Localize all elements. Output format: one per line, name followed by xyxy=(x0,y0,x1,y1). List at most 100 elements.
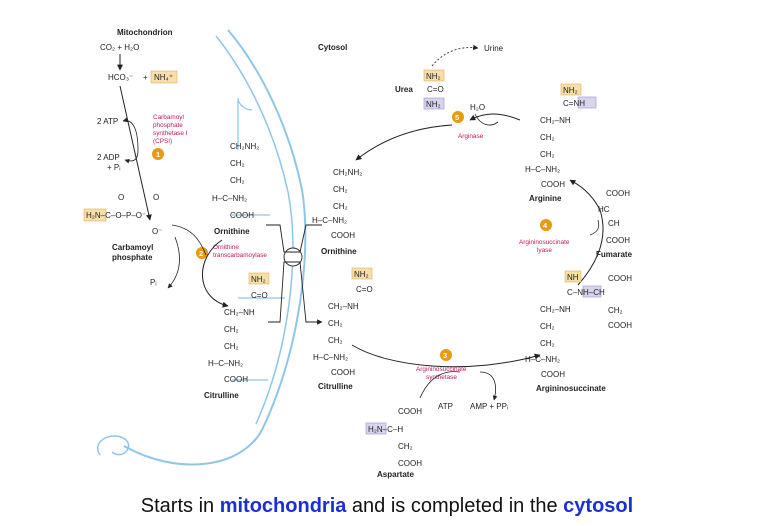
amp-ppi: AMP + PPᵢ xyxy=(470,402,508,411)
svg-text:H–C–NH₂: H–C–NH₂ xyxy=(208,359,243,368)
svg-text:COOH: COOH xyxy=(398,459,422,468)
svg-text:Fumarate: Fumarate xyxy=(596,250,633,259)
svg-text:CH₂: CH₂ xyxy=(328,336,343,345)
svg-text:CH₂: CH₂ xyxy=(333,185,348,194)
svg-text:COOH: COOH xyxy=(541,180,565,189)
svg-text:NH: NH xyxy=(567,273,579,282)
svg-text:CH₂: CH₂ xyxy=(224,342,239,351)
citrulline-cyto: NH₂ C=O CH₂–NH CH₂ CH₂ H–C–NH₂ COOH Citr… xyxy=(313,267,373,391)
svg-text:5: 5 xyxy=(455,113,459,122)
svg-text:COOH: COOH xyxy=(541,370,565,379)
svg-text:Argininosuccinate: Argininosuccinate xyxy=(519,239,570,246)
svg-text:C=O: C=O xyxy=(427,85,444,94)
svg-text:2: 2 xyxy=(199,249,203,258)
h2o-cofactor: H₂O xyxy=(470,103,485,112)
arginine: NH₂ C=NH CH₂–NH CH₂ CH₂ H–C–NH₂ COOH Arg… xyxy=(525,83,597,203)
enzyme-asl: Argininosuccinate lyase xyxy=(519,239,570,254)
step-5-badge xyxy=(452,111,464,123)
svg-text:CH₂: CH₂ xyxy=(608,306,623,315)
svg-text:1: 1 xyxy=(156,150,160,159)
svg-text:Arginine: Arginine xyxy=(529,194,562,203)
plus-sign: + xyxy=(143,73,148,82)
co2-h2o: CO₂ + H₂O xyxy=(100,43,139,52)
svg-text:(CPSI): (CPSI) xyxy=(153,138,172,145)
argininosuccinate: NH C–NH–CH CH₂–NH CH₂ CH₂ H–C–NH₂ COOH C… xyxy=(525,270,632,393)
nh4: NH₄⁺ xyxy=(154,73,173,82)
svg-text:CH: CH xyxy=(608,219,620,228)
svg-text:CH₂: CH₂ xyxy=(328,319,343,328)
svg-text:4: 4 xyxy=(543,221,548,230)
svg-text:CH₂: CH₂ xyxy=(540,339,555,348)
svg-text:COOH: COOH xyxy=(230,211,254,220)
caption: Starts in mitochondria and is completed … xyxy=(140,495,634,517)
svg-text:C=O: C=O xyxy=(251,291,268,300)
urea: NH₂ Urea C=O NH₂ xyxy=(395,69,445,110)
ornithine-mito: CH₂NH₂ CH₂ CH₂ H–C–NH₂ COOH Ornithine xyxy=(212,142,259,236)
svg-text:transcarbamoylase: transcarbamoylase xyxy=(213,252,267,259)
svg-text:Carbamoyl: Carbamoyl xyxy=(112,243,153,252)
citrulline-mito: NH₂ C=O CH₂–NH CH₂ CH₂ H–C–NH₂ COOH Citr… xyxy=(204,272,270,400)
svg-text:CH₂: CH₂ xyxy=(540,133,555,142)
svg-text:O: O xyxy=(153,193,159,202)
svg-text:NH₂: NH₂ xyxy=(563,86,578,95)
svg-text:CH₂: CH₂ xyxy=(224,325,239,334)
svg-text:COOH: COOH xyxy=(608,321,632,330)
svg-text:CH₂NH₂: CH₂NH₂ xyxy=(230,142,259,151)
hco3: HCO₃⁻ xyxy=(108,73,133,82)
svg-text:H–C–NH₂: H–C–NH₂ xyxy=(525,165,560,174)
label-mitochondrion: Mitochondrion xyxy=(117,28,173,37)
svg-text:COOH: COOH xyxy=(398,407,422,416)
caption-mitochondria: mitochondria xyxy=(219,495,347,517)
svg-text:CH₂: CH₂ xyxy=(333,202,348,211)
svg-text:Ornithine: Ornithine xyxy=(213,244,239,251)
svg-text:COOH: COOH xyxy=(608,274,632,283)
svg-text:NH₂: NH₂ xyxy=(354,270,369,279)
pi-output: + Pᵢ xyxy=(107,163,121,172)
svg-text:phosphate: phosphate xyxy=(153,122,183,129)
svg-text:CH₂: CH₂ xyxy=(540,322,555,331)
membrane-transporter xyxy=(266,224,323,325)
svg-text:3: 3 xyxy=(443,351,447,360)
svg-text:HC: HC xyxy=(598,205,610,214)
svg-text:CH₂: CH₂ xyxy=(540,150,555,159)
svg-text:COOH: COOH xyxy=(606,236,630,245)
svg-text:CH₂NH₂: CH₂NH₂ xyxy=(333,168,362,177)
svg-text:C=O: C=O xyxy=(356,285,373,294)
svg-text:H–C–NH₂: H–C–NH₂ xyxy=(212,194,247,203)
atp-cofactor: ATP xyxy=(438,402,453,411)
svg-text:Ornithine: Ornithine xyxy=(321,247,357,256)
svg-text:COOH: COOH xyxy=(331,231,355,240)
mitochondrial-membrane xyxy=(97,29,307,466)
ammonia-box xyxy=(150,70,178,84)
svg-text:Aspartate: Aspartate xyxy=(377,470,414,479)
svg-text:CH₂: CH₂ xyxy=(398,442,413,451)
aspartate: COOH H₂N–C–H CH₂ COOH Aspartate xyxy=(365,407,422,479)
carbamoyl-phosphate: O O H₂N–C–O–P–O⁻ O⁻ Carbamoyl phosphate xyxy=(83,193,162,262)
svg-text:Citrulline: Citrulline xyxy=(204,391,239,400)
urine-label: Urine xyxy=(484,44,504,53)
enzyme-cpsi: Carbamoyl phosphate synthetase I (CPSI) xyxy=(153,114,188,145)
caption-cytosol: cytosol xyxy=(563,495,634,517)
enzyme-arginase: Arginase xyxy=(458,133,484,140)
svg-text:Citrulline: Citrulline xyxy=(318,382,353,391)
svg-text:H₂N–C–H: H₂N–C–H xyxy=(368,425,403,434)
svg-text:H₂N–C–O–P–O⁻: H₂N–C–O–P–O⁻ xyxy=(86,211,146,220)
pi-release: Pᵢ xyxy=(150,278,157,287)
svg-text:synthetase I: synthetase I xyxy=(153,130,188,137)
adp-output: 2 ADP xyxy=(97,153,120,162)
svg-text:NH₂: NH₂ xyxy=(251,275,266,284)
ornithine-cyto: CH₂NH₂ CH₂ CH₂ H–C–NH₂ COOH Ornithine xyxy=(312,168,362,256)
step-3-badge xyxy=(440,349,452,361)
svg-text:COOH: COOH xyxy=(331,368,355,377)
svg-text:CH₂–NH: CH₂–NH xyxy=(540,116,571,125)
svg-text:phosphate: phosphate xyxy=(112,253,153,262)
svg-text:H–C–NH₂: H–C–NH₂ xyxy=(525,355,560,364)
svg-text:C=NH: C=NH xyxy=(563,99,585,108)
svg-text:O: O xyxy=(118,193,124,202)
svg-text:Carbamoyl: Carbamoyl xyxy=(153,114,184,121)
fumarate: COOH HC CH COOH Fumarate xyxy=(596,189,633,259)
svg-text:synthetase: synthetase xyxy=(426,374,457,381)
enzyme-ass: Argininosuccinate synthetase xyxy=(416,366,467,381)
svg-text:Argininosuccinate: Argininosuccinate xyxy=(536,384,606,393)
